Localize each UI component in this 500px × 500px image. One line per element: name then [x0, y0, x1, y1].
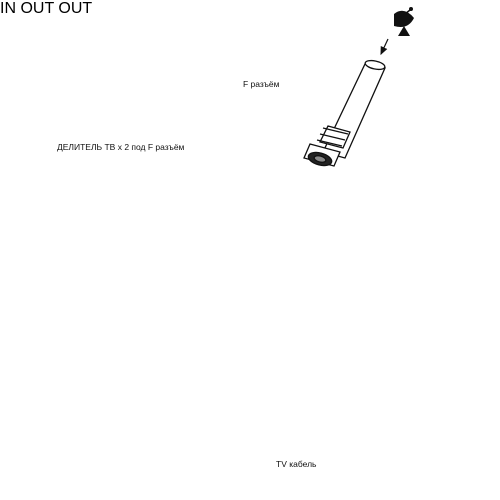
- splitter-label: ДЕЛИТЕЛЬ ТВ х 2 под F разъём: [57, 142, 185, 152]
- in-port-label: IN: [0, 0, 16, 17]
- dish-arrow: [380, 38, 389, 56]
- satellite-dish-icon: [394, 7, 414, 36]
- input-cable: [303, 59, 386, 167]
- input-cable-ribs: [313, 125, 351, 153]
- f-connector-leader: IN OUT OUT: [0, 0, 316, 468]
- splitter-leader: IN OUT OUT: [0, 0, 316, 468]
- out-port-label-right: OUT: [58, 0, 93, 17]
- f-connector-nut-top: [303, 143, 341, 167]
- out-port-label-left: OUT: [20, 0, 54, 17]
- f-connector-label: F разъём: [243, 79, 280, 89]
- tv-cable-label: TV кабель: [276, 459, 317, 469]
